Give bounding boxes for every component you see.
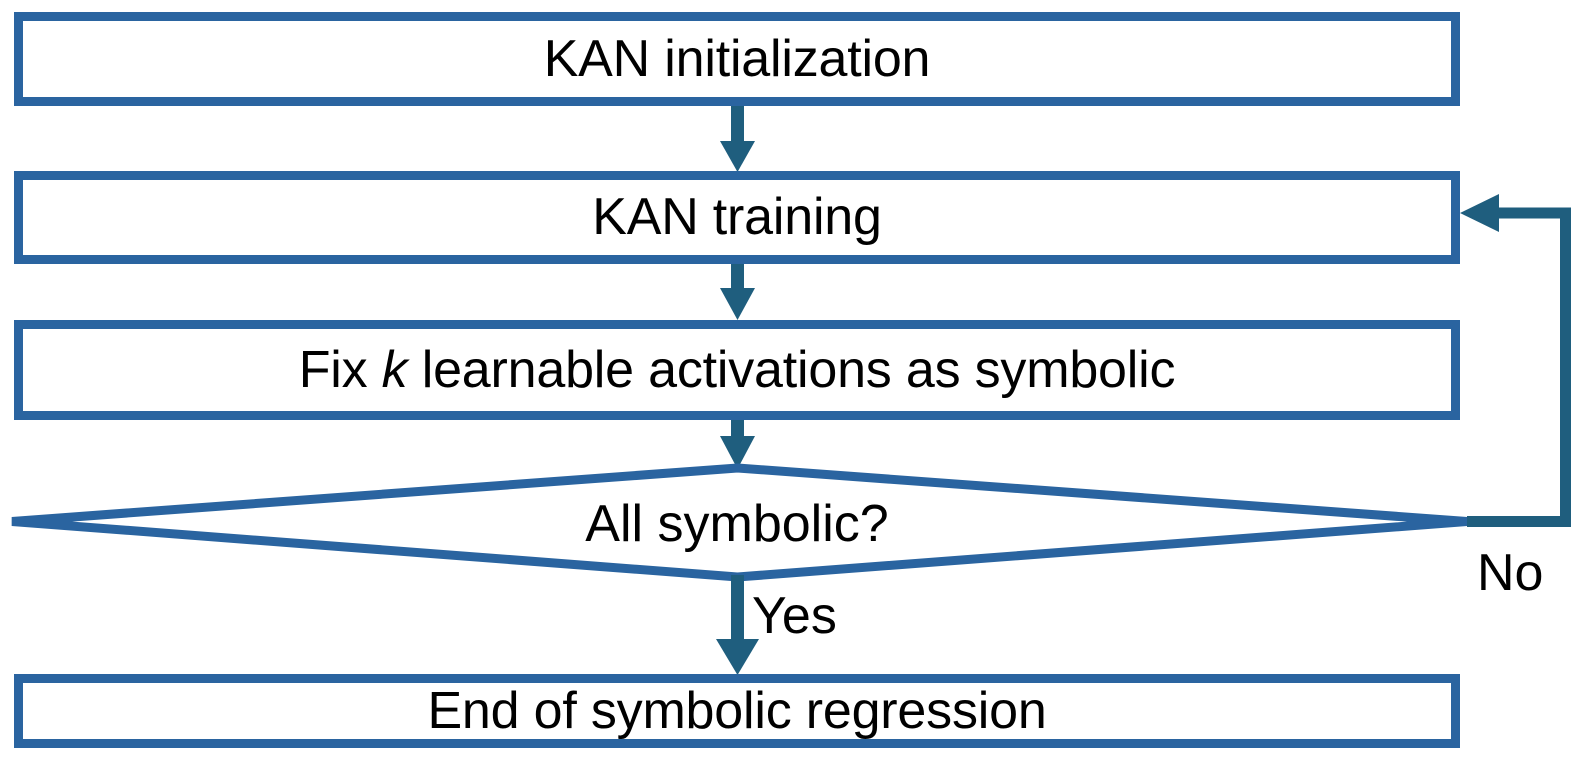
edge-init-to-training [720, 104, 755, 172]
node-kan-training: KAN training [14, 171, 1460, 264]
edge-training-to-fix [720, 262, 755, 320]
node-label-fix-prefix: Fix [298, 340, 382, 399]
node-label-kan-initialization: KAN initialization [543, 29, 931, 88]
edge-label-no: No [1477, 544, 1544, 602]
node-label-fix-activations: Fix k learnable activations as symbolic [298, 340, 1176, 399]
node-label-fix-suffix: learnable activations as symbolic [407, 340, 1176, 399]
node-label-all-symbolic: All symbolic? [585, 495, 889, 553]
node-kan-initialization: KAN initialization [14, 12, 1460, 106]
edge-label-yes: Yes [752, 587, 837, 645]
node-label-fix-italic-k: k [381, 340, 408, 399]
node-fix-activations: Fix k learnable activations as symbolic [14, 320, 1460, 420]
node-end-symbolic-regression: End of symbolic regression [14, 674, 1460, 748]
node-label-end-symbolic-regression: End of symbolic regression [427, 681, 1047, 740]
edge-decision-yes [716, 575, 759, 675]
edge-decision-no-loopback [1460, 194, 1571, 527]
edge-fix-to-decision [720, 418, 755, 469]
node-label-kan-training: KAN training [592, 188, 882, 247]
